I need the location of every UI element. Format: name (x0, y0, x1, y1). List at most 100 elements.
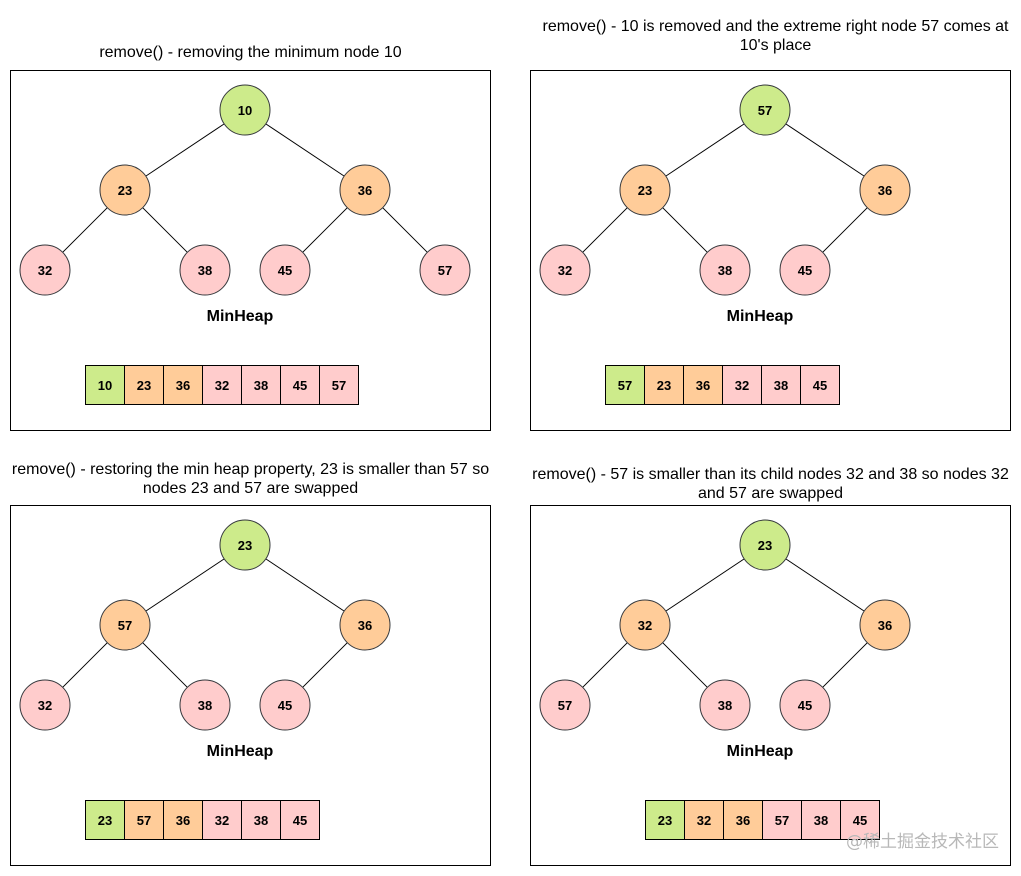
node-circle (339, 164, 391, 216)
node-circle (539, 679, 591, 731)
tree-edge (142, 207, 188, 253)
tree-edge (822, 207, 868, 253)
tree-edge (662, 642, 708, 688)
tree-node: 38 (179, 679, 231, 731)
array-cell: 10 (85, 365, 125, 405)
node-circle (259, 244, 311, 296)
tree-node: 32 (619, 599, 671, 651)
node-value: 10 (238, 103, 252, 118)
tree-node: 23 (99, 164, 151, 216)
tree-edge (302, 207, 348, 253)
array-cell: 38 (241, 365, 281, 405)
tree-node: 45 (259, 679, 311, 731)
array-cell: 45 (840, 800, 880, 840)
tree-edge (582, 207, 628, 253)
node-circle (99, 599, 151, 651)
node-circle (739, 519, 791, 571)
tree-node: 32 (539, 244, 591, 296)
array-cell: 32 (684, 800, 724, 840)
array-cell: 32 (202, 800, 242, 840)
array-cell: 45 (280, 800, 320, 840)
tree-edge (785, 123, 865, 177)
tree-edge (785, 558, 865, 612)
tree-node: 57 (739, 84, 791, 136)
tree-edge (145, 123, 225, 177)
array-cell: 38 (801, 800, 841, 840)
node-circle (179, 244, 231, 296)
tree-edge (145, 558, 225, 612)
tree-node: 38 (179, 244, 231, 296)
array-cell: 23 (645, 800, 685, 840)
tree-node: 36 (339, 599, 391, 651)
node-value: 32 (558, 263, 572, 278)
tree-edge (662, 207, 708, 253)
node-value: 38 (198, 263, 212, 278)
tree-node: 36 (859, 599, 911, 651)
node-circle (619, 164, 671, 216)
tree-edge (665, 558, 745, 612)
node-circle (339, 599, 391, 651)
node-value: 45 (278, 263, 292, 278)
tree-node: 38 (699, 244, 751, 296)
node-circle (859, 599, 911, 651)
node-circle (259, 679, 311, 731)
node-circle (219, 519, 271, 571)
array-cell: 32 (202, 365, 242, 405)
tree-node: 23 (619, 164, 671, 216)
heap-label: MinHeap (726, 743, 794, 760)
tree-node: 57 (99, 599, 151, 651)
node-circle (219, 84, 271, 136)
panel-title: remove() - removing the minimum node 10 (99, 44, 402, 61)
node-value: 23 (238, 538, 252, 553)
node-circle (99, 164, 151, 216)
tree-edge (822, 642, 868, 688)
tree-edge (302, 642, 348, 688)
watermark: @稀土掘金技术社区 (846, 832, 999, 852)
node-circle (859, 164, 911, 216)
node-value: 32 (38, 263, 52, 278)
tree-node: 38 (699, 679, 751, 731)
node-value: 57 (758, 103, 772, 118)
tree-node: 23 (219, 519, 271, 571)
tree-node: 45 (779, 679, 831, 731)
node-value: 23 (638, 183, 652, 198)
tree-node: 32 (19, 679, 71, 731)
heap-label: MinHeap (206, 743, 274, 760)
tree-node: 32 (19, 244, 71, 296)
tree-node: 57 (539, 679, 591, 731)
node-circle (539, 244, 591, 296)
tree-node: 57 (419, 244, 471, 296)
tree-edge (62, 207, 108, 253)
array-cell: 23 (85, 800, 125, 840)
node-value: 57 (558, 698, 572, 713)
tree-edge (62, 642, 108, 688)
node-value: 57 (118, 618, 132, 633)
node-value: 45 (798, 698, 812, 713)
tree-edge (265, 123, 345, 177)
array-cell: 38 (241, 800, 281, 840)
node-circle (779, 679, 831, 731)
tree-edge (265, 558, 345, 612)
node-value: 45 (278, 698, 292, 713)
node-circle (699, 679, 751, 731)
array-cell: 23 (124, 365, 164, 405)
node-value: 38 (198, 698, 212, 713)
node-value: 23 (118, 183, 132, 198)
node-value: 32 (638, 618, 652, 633)
tree-node: 45 (779, 244, 831, 296)
array-cell: 57 (319, 365, 359, 405)
node-circle (619, 599, 671, 651)
node-value: 36 (358, 618, 372, 633)
node-circle (739, 84, 791, 136)
tree-node: 10 (219, 84, 271, 136)
array-cell: 57 (605, 365, 645, 405)
node-value: 36 (358, 183, 372, 198)
tree-node: 45 (259, 244, 311, 296)
node-circle (19, 679, 71, 731)
node-circle (779, 244, 831, 296)
node-circle (179, 679, 231, 731)
